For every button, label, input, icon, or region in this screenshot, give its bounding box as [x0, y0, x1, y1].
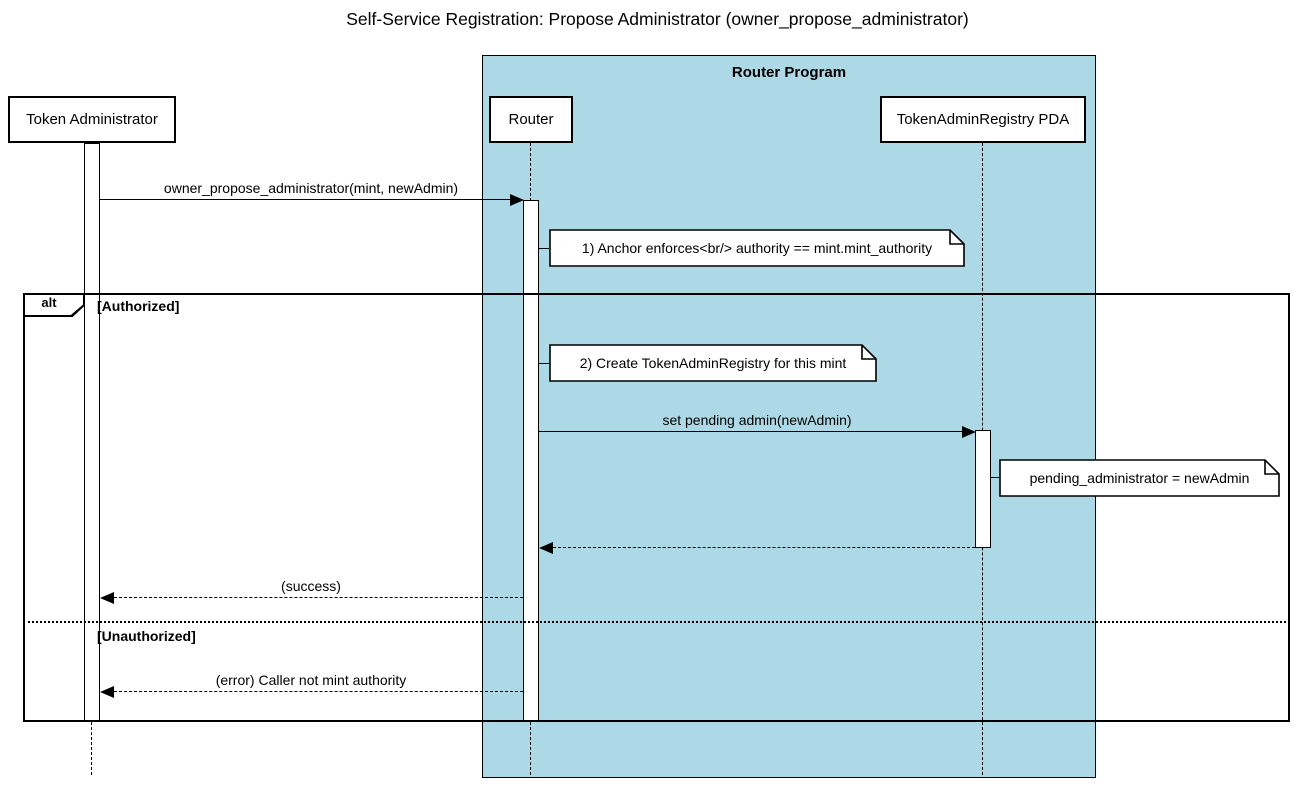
alt-operator-pentagon-fill — [25, 295, 83, 315]
message-line-set-pending-admin — [539, 431, 962, 432]
program-boundary — [482, 55, 1096, 778]
note-create-registry-text: 2) Create TokenAdminRegistry for this mi… — [579, 355, 847, 371]
participant-token-administrator: Token Administrator — [8, 96, 176, 143]
message-label-success: (success) — [281, 578, 341, 594]
arrowhead-right-icon — [962, 426, 976, 438]
message-line-registry-return — [553, 547, 975, 548]
guard-unauthorized: [Unauthorized] — [97, 628, 196, 644]
participant-router: Router — [489, 96, 573, 143]
arrowhead-left-icon — [100, 686, 114, 698]
activation-registry-pda — [975, 430, 991, 548]
note-shape-icon — [549, 229, 965, 267]
message-line-error — [114, 691, 523, 692]
note-create-registry: 2) Create TokenAdminRegistry for this mi… — [549, 344, 877, 382]
message-label-set-pending-admin: set pending admin(newAdmin) — [662, 412, 852, 428]
note-pending-administrator: pending_administrator = newAdmin — [999, 459, 1280, 497]
arrowhead-left-icon — [100, 592, 114, 604]
participant-registry-pda: TokenAdminRegistry PDA — [880, 96, 1086, 143]
alt-operator-label: alt — [41, 295, 57, 310]
message-line-owner-propose — [100, 199, 510, 200]
note-pending-administrator-text: pending_administrator = newAdmin — [1029, 470, 1250, 486]
note-anchor-enforces: 1) Anchor enforces<br/> authority == min… — [549, 229, 965, 267]
note-2-connector — [539, 363, 549, 364]
note-3-connector — [991, 477, 999, 478]
message-line-success — [114, 597, 523, 598]
note-1-connector — [539, 248, 549, 249]
guard-authorized: [Authorized] — [97, 298, 180, 314]
participant-router-label: Router — [508, 111, 554, 128]
program-boundary-label: Router Program — [731, 64, 847, 81]
note-anchor-enforces-text: 1) Anchor enforces<br/> authority == min… — [581, 240, 933, 256]
message-label-owner-propose: owner_propose_administrator(mint, newAdm… — [163, 180, 459, 196]
message-label-error: (error) Caller not mint authority — [215, 672, 407, 688]
arrowhead-left-icon — [539, 542, 553, 554]
note-shape-icon — [549, 344, 877, 382]
note-shape-icon — [999, 459, 1280, 497]
arrowhead-right-icon — [510, 194, 524, 206]
participant-token-administrator-label: Token Administrator — [26, 111, 158, 128]
alt-divider — [23, 621, 1290, 623]
participant-registry-pda-label: TokenAdminRegistry PDA — [896, 111, 1070, 128]
activation-router — [523, 200, 539, 722]
diagram-title: Self-Service Registration: Propose Admin… — [346, 9, 969, 29]
